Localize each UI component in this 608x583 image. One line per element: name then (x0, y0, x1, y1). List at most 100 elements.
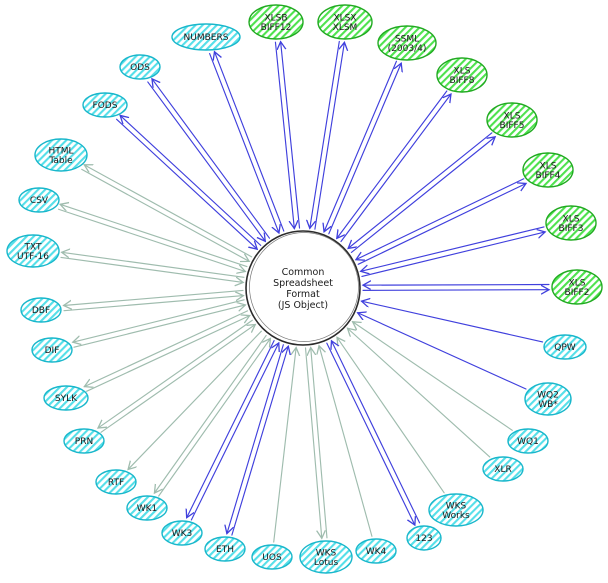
edge-csv-read (57, 208, 246, 271)
node-xlr-label: XLR (494, 465, 511, 475)
node-rtf: RTF (95, 469, 137, 495)
node-ssml: SSML(2003/4) (377, 25, 437, 61)
node-ods-label: ODS (130, 63, 150, 73)
edge-biff2-read (363, 285, 550, 286)
node-xlsx-shape (317, 4, 373, 40)
node-ssml-shape (377, 25, 437, 61)
edge-wq1-read (353, 322, 513, 431)
edge-biff4-write (357, 183, 526, 265)
node-sylk-shape (43, 385, 89, 411)
node-prn: PRN (63, 428, 105, 454)
edge-wk3-read (190, 343, 278, 521)
edge-xlr-read (347, 328, 491, 458)
edge-biff3-write (361, 232, 545, 277)
edge-uos-read (273, 348, 296, 543)
node-l123: 123 (406, 525, 442, 551)
node-fods-shape (82, 92, 128, 118)
node-ods: ODS (119, 54, 161, 80)
node-csv-label: CSV (30, 196, 49, 206)
center-circle (245, 230, 361, 346)
node-prn-label: PRN (75, 437, 93, 447)
node-wk4: WK4 (355, 538, 397, 564)
node-rtf-shape (95, 469, 137, 495)
node-wk1: WK1 (126, 495, 168, 521)
node-wk4-label: WK4 (366, 547, 387, 557)
edge-html-write (84, 165, 253, 258)
node-wq1: WQ1 (507, 428, 549, 454)
edge-biff5-read (348, 132, 493, 249)
edge-sylk-write (84, 310, 249, 387)
edge-wks-lotus-write (304, 347, 322, 538)
node-wks-works-shape (428, 493, 484, 527)
edge-xlsb-write (281, 42, 301, 229)
edge-wk1-read (158, 338, 271, 497)
edge-eth-read (231, 346, 288, 536)
edge-csv-write (60, 204, 248, 268)
node-biff8-shape (436, 57, 488, 93)
node-qpw-label: QPW (554, 343, 576, 353)
node-dif: DIF (31, 337, 73, 363)
edge-dbf-read (63, 296, 243, 312)
node-csv: CSV (18, 187, 60, 213)
node-sylk: SYLK (43, 385, 89, 411)
edge-html-read (81, 168, 249, 261)
edge-xlsx-write (314, 42, 345, 230)
edge-l123-write (326, 342, 415, 525)
edge-wks-lotus-read (311, 348, 328, 539)
node-wq2-shape (524, 382, 572, 416)
edge-xlsx-read (310, 40, 340, 228)
node-numbers-shape (171, 23, 241, 51)
edge-biff3-read (361, 226, 545, 271)
node-fods: FODS (82, 92, 128, 118)
edge-fods-write (120, 115, 262, 246)
edge-qpw-read (362, 301, 544, 343)
node-wq1-shape (507, 428, 549, 454)
edge-txt-read (60, 256, 243, 282)
center-circle-sketch-line (249, 232, 359, 342)
edge-biff8-read (337, 90, 448, 238)
edge-numbers-write (214, 52, 285, 232)
edge-eth-write (227, 344, 284, 534)
edge-rtf-write (128, 330, 262, 469)
node-xlr: XLR (482, 456, 524, 482)
edge-txt-write (62, 252, 245, 278)
node-dif-label: DIF (45, 346, 60, 356)
node-uos-label: UOS (262, 553, 282, 563)
node-qpw: QPW (543, 334, 587, 360)
edge-ssml-write (328, 63, 401, 235)
node-wq1-label: WQ1 (517, 437, 539, 447)
node-biff2-shape (551, 269, 603, 305)
node-eth-shape (204, 536, 246, 562)
edge-numbers-read (209, 53, 279, 233)
edge-dif-write (73, 299, 245, 342)
edge-ods-read (147, 81, 266, 241)
node-biff5-shape (486, 102, 538, 138)
edge-wk3-write (187, 340, 275, 518)
node-xlsb-shape (248, 4, 304, 40)
node-ssml-label: SSML(2003/4) (388, 34, 427, 54)
edge-xlsb-read (274, 41, 294, 228)
edge-prn-write (98, 319, 253, 428)
node-wks-lotus-shape (299, 540, 353, 574)
node-wk4-shape (355, 538, 397, 564)
